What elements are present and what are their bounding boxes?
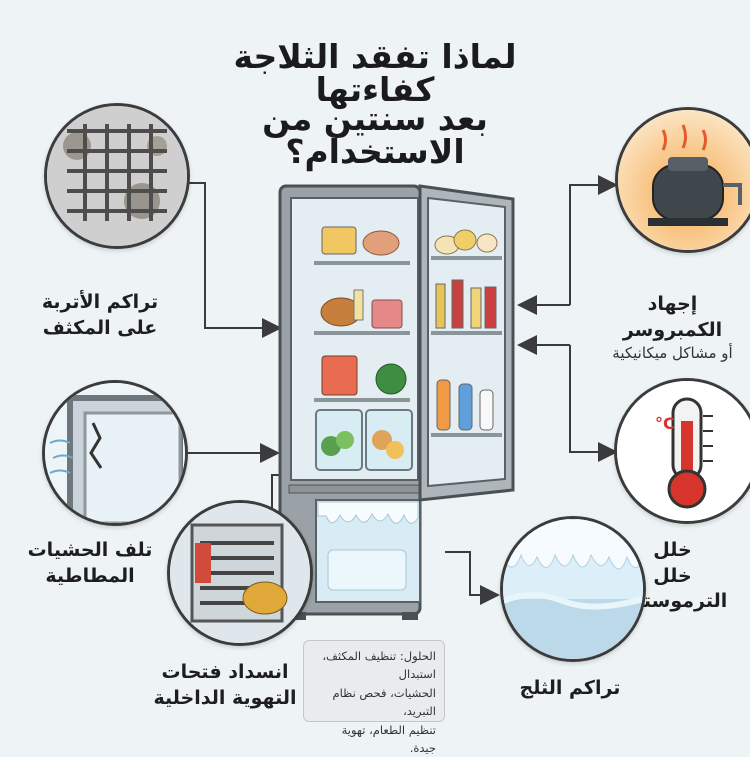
- cause-vent-line2: التهوية الداخلية: [153, 686, 297, 709]
- cause-compressor-line1: إجهاد الكمبروسر: [622, 293, 723, 341]
- solutions-line1: الحلول: تنظيف المكثف، استبدال: [322, 649, 436, 682]
- celsius-symbol: °C: [655, 414, 675, 433]
- ice-buildup-icon: [500, 516, 646, 662]
- cause-dust-line2: على المكثف: [42, 316, 158, 339]
- arrow-ice: [445, 551, 500, 605]
- blocked-vent-icon: [167, 500, 313, 646]
- cause-ice-label: تراكم الثلج: [495, 676, 645, 702]
- cause-vent-line1: انسداد فتحات: [161, 661, 289, 683]
- cause-thermostat-line1: خلل: [653, 539, 692, 561]
- page-title-line2: بعد سنتين من الاستخدام؟: [262, 99, 488, 171]
- page-title-line1: لماذا تفقد الثلاجة كفاءتها: [233, 37, 517, 109]
- solutions-line3: تنظيم الطعام، تهوية جيدة.: [341, 722, 436, 755]
- dusty-condenser-icon: [44, 103, 190, 249]
- arrow-compressor: [569, 175, 618, 305]
- arrow-thermostat: [569, 345, 618, 462]
- cause-compressor-label: إجهاد الكمبروسر أو مشاكل ميكانيكية: [600, 292, 745, 364]
- solutions-line2: الحشيات، فحص نظام التبريد،: [332, 685, 436, 719]
- solutions-box: الحلول: تنظيف المكثف، استبدال الحشيات، ف…: [303, 640, 445, 755]
- cause-vent-label: انسداد فتحات التهوية الداخلية: [150, 660, 300, 711]
- damaged-gasket-icon: [42, 380, 188, 526]
- thermometer-icon: °C: [614, 378, 750, 524]
- cause-dust-condenser-label: تراكم الأتربة على المكثف: [30, 290, 170, 341]
- cause-ice-line1: تراكم الثلج: [519, 677, 621, 699]
- hot-compressor-icon: [615, 107, 750, 253]
- cause-gasket-label: تلف الحشيات المطاطية: [20, 538, 160, 589]
- cause-gasket-line2: المطاطية: [45, 564, 135, 587]
- cause-compressor-line2: أو مشاكل ميكانيكية: [612, 344, 733, 363]
- cause-gasket-line1: تلف الحشيات: [27, 539, 153, 561]
- cause-dust-line1: تراكم الأتربة: [41, 291, 159, 313]
